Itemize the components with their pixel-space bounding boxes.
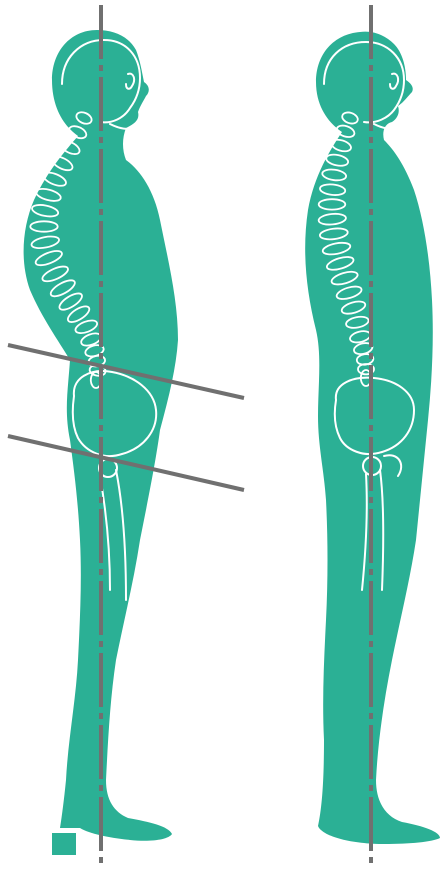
right-figure — [305, 5, 440, 869]
left-figure — [8, 5, 244, 869]
left-heel-block — [52, 833, 76, 855]
